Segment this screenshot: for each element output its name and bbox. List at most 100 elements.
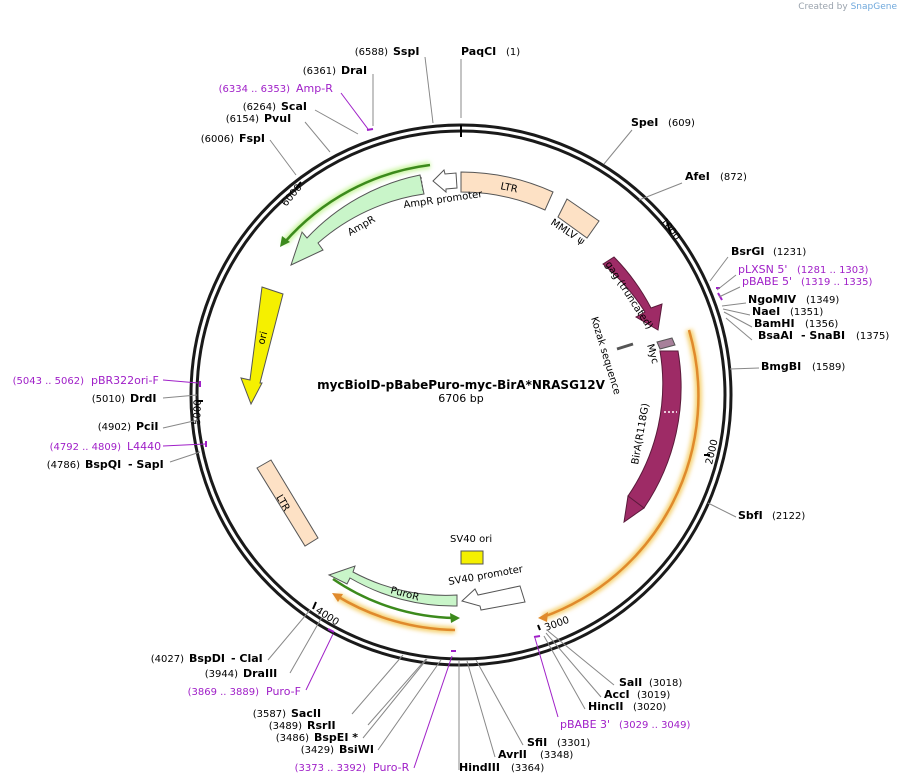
site-avrii-name: AvrII — [498, 748, 527, 761]
primer-l4440-name: L4440 — [127, 440, 161, 453]
tick-mark-1000 — [666, 221, 672, 235]
site-hindiii-name: HindIII — [459, 761, 500, 774]
site-spei-name: SpeI — [631, 116, 658, 129]
site-naei-name: NaeI — [752, 305, 780, 318]
site-afei-name: AfeI — [685, 170, 710, 183]
primer-l4440-pos: (4792 .. 4809) — [50, 442, 122, 453]
right-labels: PaqCI (1) SpeI (609) AfeI (872) BsrGI (1… — [461, 45, 889, 522]
feature-sv40-promoter[interactable]: SV40 promoter — [448, 564, 526, 611]
site-rsrii-name: RsrII — [307, 719, 336, 732]
site-drdi-name: DrdI — [130, 392, 157, 405]
site-bamhi-pos: (1356) — [805, 319, 838, 330]
site-ngomiv-name: NgoMIV — [748, 293, 797, 306]
site-ngomiv-pos: (1349) — [806, 295, 839, 306]
site-hincii-name: HincII — [588, 700, 624, 713]
site-bspei-name: BspEI * — [314, 731, 358, 744]
feature-gag[interactable]: gag (truncated) — [602, 256, 663, 332]
site-bspqi-pos: (4786) — [47, 460, 80, 471]
site-sfii-name: SfiI — [527, 736, 547, 749]
primer-ampr-pos: (6334 .. 6353) — [219, 84, 291, 95]
site-sacii-name: SacII — [291, 707, 321, 720]
primer-ampr-name: Amp-R — [296, 82, 333, 95]
feature-mmlv-psi[interactable]: MMLV ψ — [548, 198, 600, 248]
feature-birA-label: BirA(R118G) — [630, 402, 652, 465]
tick-label-5000: 5000 — [192, 399, 204, 425]
site-avrii-pos: (3348) — [540, 750, 573, 761]
feature-sv40-ori[interactable]: SV40 ori — [450, 534, 492, 565]
site-scai-pos: (6264) — [243, 102, 276, 113]
feature-ltr-top[interactable]: LTR — [460, 171, 554, 211]
leader-lines — [162, 56, 760, 770]
site-acci-pos: (3019) — [637, 690, 670, 701]
site-sbfi-name: SbfI — [738, 509, 763, 522]
primer-plxsn5-name: pLXSN 5' — [738, 263, 787, 276]
site-sspi-pos: (6588) — [355, 47, 388, 58]
feature-ltr-top-label: LTR — [499, 181, 518, 195]
tick-label-6000: 6000 — [280, 182, 305, 209]
site-drai-name: DraI — [341, 64, 367, 77]
site-pcii-pos: (4902) — [98, 422, 131, 433]
feature-ori[interactable]: ori — [240, 286, 284, 406]
orf-orange-puro[interactable] — [332, 593, 456, 634]
primer-puror-name: Puro-R — [373, 761, 410, 774]
site-draiii-pos: (3944) — [205, 669, 238, 680]
feature-myc[interactable]: Myc — [644, 337, 676, 365]
tick-mark-6000 — [295, 181, 302, 189]
orf-green-amp[interactable] — [280, 161, 431, 247]
site-paqci-pos: (1) — [506, 47, 520, 58]
site-sbfi-pos: (2122) — [772, 511, 805, 522]
site-hincii-pos: (3020) — [633, 702, 666, 713]
site-draiii-name: DraIII — [243, 667, 277, 680]
site-pcii-name: PciI — [136, 420, 158, 433]
site-pvui-name: PvuI — [264, 112, 291, 125]
site-scai-name: ScaI — [281, 100, 307, 113]
plasmid-name: mycBioID-pBabePuro-myc-BirA*NRASG12V — [317, 378, 606, 392]
bottom-left-labels: (4027) BspDI - ClaI (3944) DraIII (3869 … — [151, 652, 410, 774]
site-rsrii-pos: (3489) — [269, 721, 302, 732]
primer-purof-name: Puro-F — [266, 685, 301, 698]
primer-pbr322ori-pos: (5043 .. 5062) — [13, 376, 85, 387]
site-drai-pos: (6361) — [303, 66, 336, 77]
tick-mark-4000 — [312, 601, 317, 610]
primer-pbabe5-pos: (1319 .. 1335) — [801, 277, 873, 288]
site-bspqi-name: BspQI — [85, 458, 121, 471]
site-bsaai-pos: (1375) — [856, 331, 889, 342]
primer-marks — [199, 128, 723, 652]
site-sali-pos: (3018) — [649, 678, 682, 689]
tick-label-1000: 1000 — [658, 216, 682, 243]
primer-purof-pos: (3869 .. 3889) — [188, 687, 260, 698]
site-bsrgi-pos: (1231) — [773, 247, 806, 258]
site-bmgbi-name: BmgBI — [761, 360, 801, 373]
left-labels: (6588) SspI (6361) DraI (6334 .. 6353) A… — [13, 45, 420, 471]
site-acci-name: AccI — [604, 688, 630, 701]
feature-ori-label: ori — [256, 330, 270, 345]
site-snabi-name: - SnaBI — [801, 329, 845, 342]
tick-mark-3000 — [537, 624, 541, 631]
site-bamhi-name: BamHI — [754, 317, 795, 330]
feature-sv40-ori-label: SV40 ori — [450, 534, 492, 545]
site-naei-pos: (1351) — [790, 307, 823, 318]
watermark-prefix: Created by — [798, 2, 848, 12]
feature-ltr-bottom[interactable]: LTR — [256, 459, 319, 547]
site-bsiwi-pos: (3429) — [301, 745, 334, 756]
site-fspi-name: FspI — [239, 132, 265, 145]
primer-plxsn5-pos: (1281 .. 1303) — [797, 265, 869, 276]
site-sali-name: SalI — [619, 676, 642, 689]
orf-orange-right[interactable] — [538, 329, 702, 622]
watermark: Created by SnapGene — [798, 2, 897, 12]
site-drdi-pos: (5010) — [92, 394, 125, 405]
site-sacii-pos: (3587) — [253, 709, 286, 720]
site-pvui-pos: (6154) — [226, 114, 259, 125]
feature-gag-label: gag (truncated) — [602, 260, 654, 332]
primer-puror-pos: (3373 .. 3392) — [295, 763, 367, 774]
orf-green-puro[interactable] — [332, 577, 460, 623]
site-clai-name: - ClaI — [231, 652, 263, 665]
site-bsaai-name: BsaAI — [758, 329, 793, 342]
primer-pbr322ori-name: pBR322ori-F — [91, 374, 159, 387]
site-bmgbi-pos: (1589) — [812, 362, 845, 373]
site-bsrgi-name: BsrGI — [731, 245, 764, 258]
feature-myc-label: Myc — [644, 343, 660, 365]
site-hindiii-pos: (3364) — [511, 763, 544, 774]
site-sapi-name: - SapI — [128, 458, 164, 471]
